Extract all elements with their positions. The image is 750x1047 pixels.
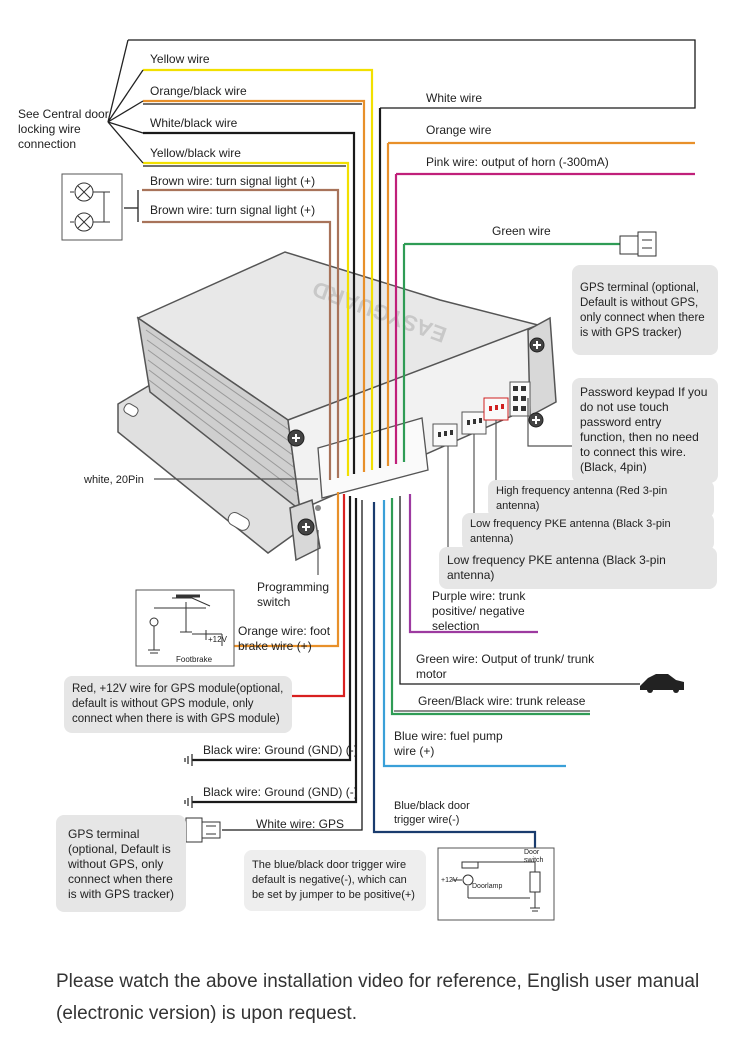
box-lf-antenna-1: Low frequency PKE antenna (Black 3-pin a…	[462, 513, 714, 551]
label-yellow-wire: Yellow wire	[150, 52, 210, 66]
car-icon	[640, 674, 684, 693]
blue-black-note-text: The blue/black door trigger wire default…	[252, 859, 415, 901]
label-white-black-wire: White/black wire	[150, 116, 238, 130]
wires-lower	[192, 492, 640, 848]
box-password-keypad: Password keypad If you do not use touch …	[572, 378, 718, 483]
label-door-lamp: Doorlamp	[472, 883, 503, 890]
password-keypad-text: Password keypad If you do not use touch …	[580, 385, 708, 474]
lf-antenna-2-text: Low frequency PKE antenna (Black 3-pin a…	[447, 553, 666, 582]
label-blue-wire: Blue wire: fuel pump wire (+)	[394, 729, 503, 758]
box-gps-terminal-right: GPS terminal (optional, Default is witho…	[572, 265, 718, 355]
gps-connector-right	[619, 231, 657, 257]
label-footbrake-12v: +12V	[208, 635, 227, 644]
label-white-wire: White wire	[426, 91, 483, 105]
turn-signal-bulbs	[61, 173, 123, 241]
label-green-trunk: Green wire: Output of trunk/ trunk motor	[416, 652, 595, 681]
programming-switch-icon	[315, 505, 321, 511]
box-blue-black-note: The blue/black door trigger wire default…	[244, 850, 426, 911]
box-lf-antenna-2: Low frequency PKE antenna (Black 3-pin a…	[439, 547, 717, 589]
ground-icons	[184, 754, 193, 808]
label-black-ground-2: Black wire: Ground (GND) (-)	[203, 785, 358, 799]
bracket-lines	[107, 39, 144, 222]
label-orange-wire: Orange wire	[426, 123, 492, 137]
label-central-door: See Central door locking wire connection	[18, 107, 109, 151]
label-blue-black-wire: Blue/black door trigger wire(-)	[394, 800, 470, 826]
box-hf-antenna: High frequency antenna (Red 3-pin antenn…	[488, 480, 714, 518]
lf-antenna-1-text: Low frequency PKE antenna (Black 3-pin a…	[470, 518, 671, 545]
label-yellow-black-wire: Yellow/black wire	[150, 146, 241, 160]
label-orange-black-wire: Orange/black wire	[150, 84, 247, 98]
connector-leaders	[154, 398, 572, 556]
label-door-switch: Door switch	[524, 849, 544, 864]
box-red-12v: Red, +12V wire for GPS module(optional, …	[64, 676, 292, 733]
footer-caption: Please watch the above installation vide…	[56, 971, 700, 1024]
door-lamp-diagram	[437, 847, 555, 921]
hf-antenna-text: High frequency antenna (Red 3-pin antenn…	[496, 485, 668, 512]
label-purple-wire: Purple wire: trunk positive/ negative se…	[432, 589, 526, 633]
label-orange-footbrake: Orange wire: foot brake wire (+)	[238, 624, 331, 653]
red-12v-text: Red, +12V wire for GPS module(optional, …	[72, 683, 284, 725]
label-brown-wire-1: Brown wire: turn signal light (+)	[150, 174, 316, 188]
label-white-gps: White wire: GPS	[256, 817, 345, 831]
label-brown-wire-2: Brown wire: turn signal light (+)	[150, 203, 316, 217]
gps-terminal-left-text: GPS terminal (optional, Default is witho…	[68, 827, 175, 901]
box-gps-terminal-left: GPS terminal (optional, Default is witho…	[56, 815, 186, 912]
footbrake-diagram	[135, 589, 235, 667]
label-white-20pin: white, 20Pin	[84, 474, 144, 486]
label-pink-wire: Pink wire: output of horn (-300mA)	[426, 155, 609, 169]
label-footbrake: Footbrake	[176, 655, 213, 664]
label-green-black-wire: Green/Black wire: trunk release	[418, 694, 586, 708]
label-black-ground-1: Black wire: Ground (GND) (-)	[203, 743, 358, 757]
gps-terminal-right-text: GPS terminal (optional, Default is witho…	[580, 282, 705, 339]
label-green-wire: Green wire	[492, 224, 551, 238]
wires-upper	[128, 39, 696, 480]
label-programming-switch: Programming switch	[257, 580, 330, 609]
label-door-12v: +12V	[441, 877, 458, 884]
gps-connector-left	[185, 817, 221, 843]
